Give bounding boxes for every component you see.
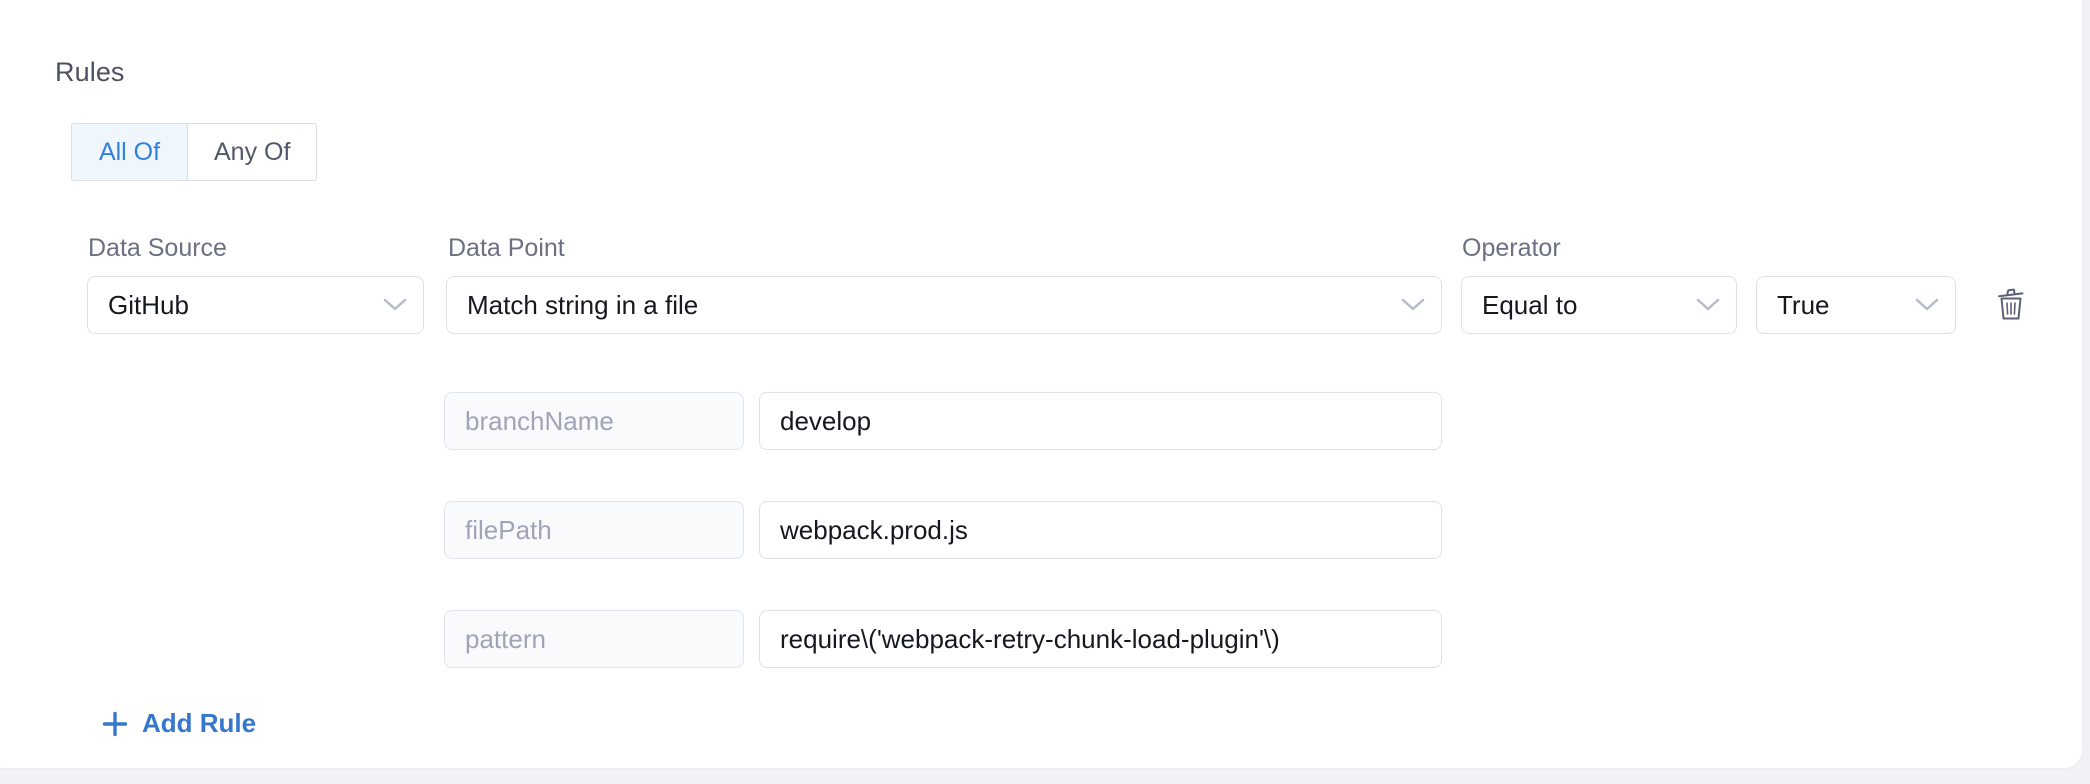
parameter-value-field[interactable]: webpack.prod.js: [759, 501, 1442, 559]
match-mode-all-of[interactable]: All Of: [72, 124, 188, 180]
trash-icon: [1994, 287, 2028, 326]
match-mode-toggle[interactable]: All Of Any Of: [71, 123, 318, 181]
parameter-key-text: branchName: [465, 405, 614, 436]
parameter-row: pattern require\('webpack-retry-chunk-lo…: [14, 610, 2090, 668]
parameter-value-text: require\('webpack-retry-chunk-load-plugi…: [780, 623, 1280, 654]
parameter-key-text: filePath: [465, 514, 552, 545]
parameter-key-field[interactable]: filePath: [444, 501, 744, 559]
chevron-down-icon: [373, 298, 417, 312]
expected-value-select[interactable]: True: [1756, 276, 1956, 334]
parameter-key-field[interactable]: pattern: [444, 610, 744, 668]
operator-value: Equal to: [1482, 289, 1578, 320]
parameter-row: branchName develop: [14, 392, 2090, 450]
add-rule-label: Add Rule: [142, 708, 257, 738]
chevron-down-icon: [1686, 298, 1730, 312]
data-source-value: GitHub: [108, 289, 189, 320]
match-mode-any-of[interactable]: Any Of: [188, 124, 317, 180]
plus-icon: [102, 711, 128, 737]
data-source-label: Data Source: [88, 234, 227, 262]
parameter-row: filePath webpack.prod.js: [14, 501, 2090, 559]
parameter-value-field[interactable]: require\('webpack-retry-chunk-load-plugi…: [759, 610, 1442, 668]
chevron-down-icon: [1391, 298, 1435, 312]
operator-select[interactable]: Equal to: [1461, 276, 1737, 334]
parameter-value-field[interactable]: develop: [759, 392, 1442, 450]
data-source-select[interactable]: GitHub: [87, 276, 424, 334]
chevron-down-icon: [1905, 298, 1949, 312]
parameter-key-text: pattern: [465, 623, 546, 654]
data-point-label: Data Point: [448, 234, 565, 262]
operator-label: Operator: [1462, 234, 1561, 262]
parameter-value-text: develop: [780, 405, 872, 436]
data-point-value: Match string in a file: [467, 289, 699, 320]
expected-value: True: [1777, 289, 1830, 320]
parameter-value-text: webpack.prod.js: [780, 514, 968, 545]
page-title: Rules: [55, 57, 125, 87]
data-point-select[interactable]: Match string in a file: [446, 276, 1442, 334]
delete-rule-button[interactable]: [1991, 286, 2031, 326]
rules-card-content: Rules All Of Any Of Data Source Data Poi…: [14, 18, 2090, 784]
add-rule-button[interactable]: Add Rule: [102, 708, 256, 739]
parameter-key-field[interactable]: branchName: [444, 392, 744, 450]
